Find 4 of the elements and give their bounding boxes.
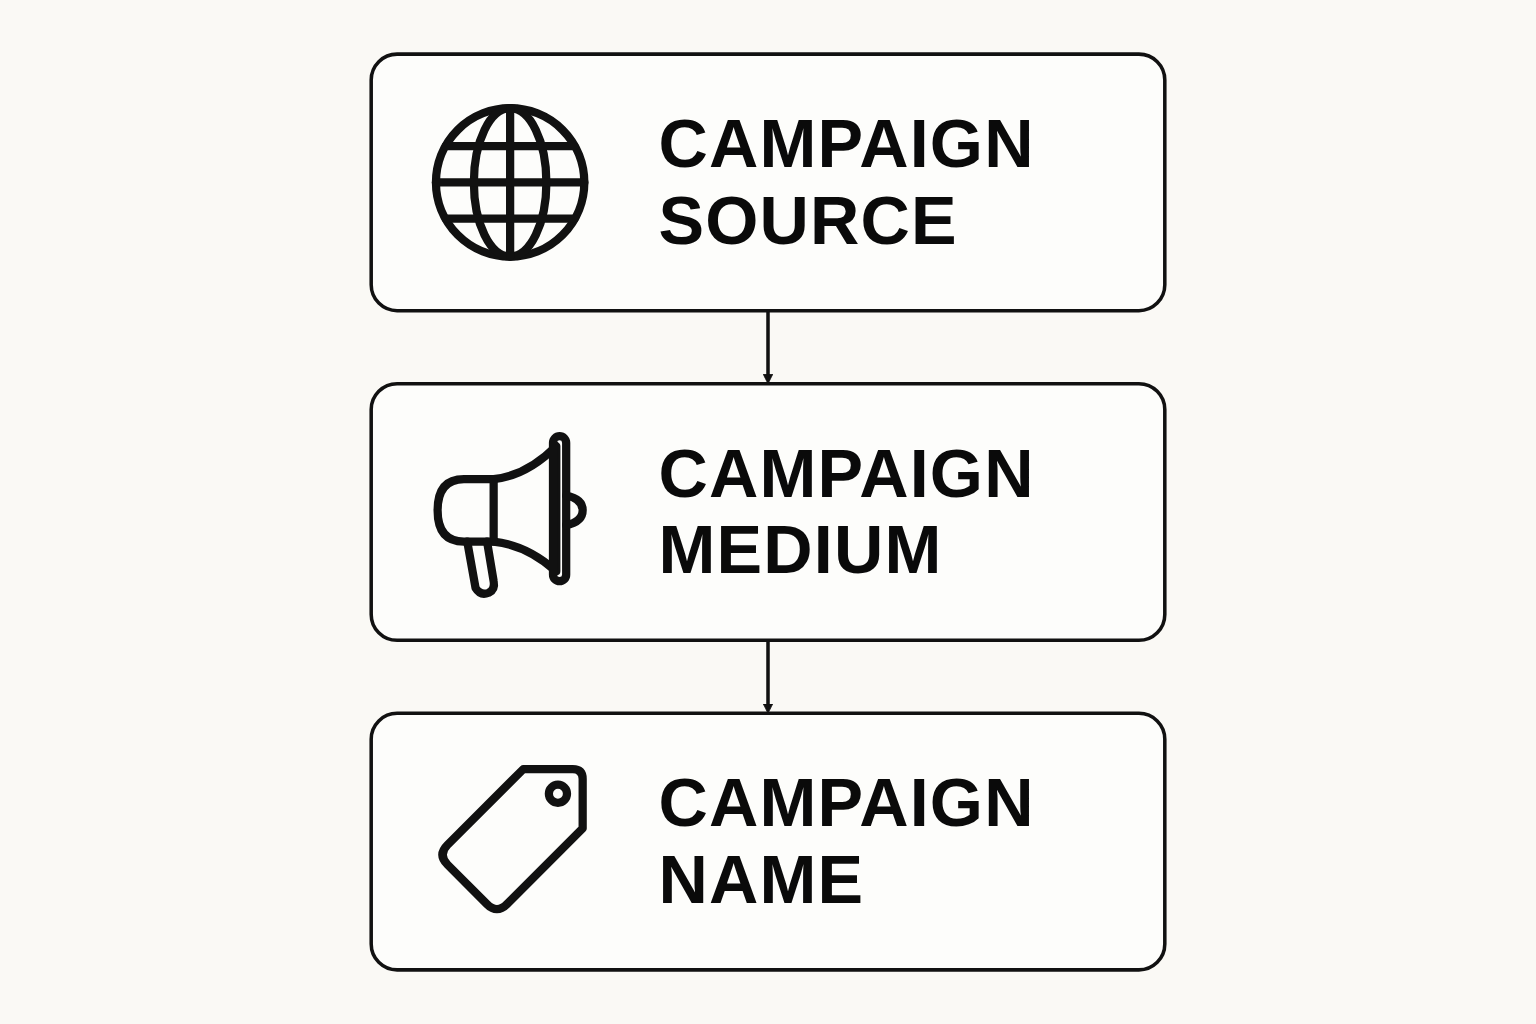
node-box: CAMPAIGN NAME <box>369 711 1167 972</box>
node-box: CAMPAIGN SOURCE <box>369 52 1167 313</box>
arrow <box>762 640 774 714</box>
node-box: CAMPAIGN MEDIUM <box>369 381 1167 643</box>
